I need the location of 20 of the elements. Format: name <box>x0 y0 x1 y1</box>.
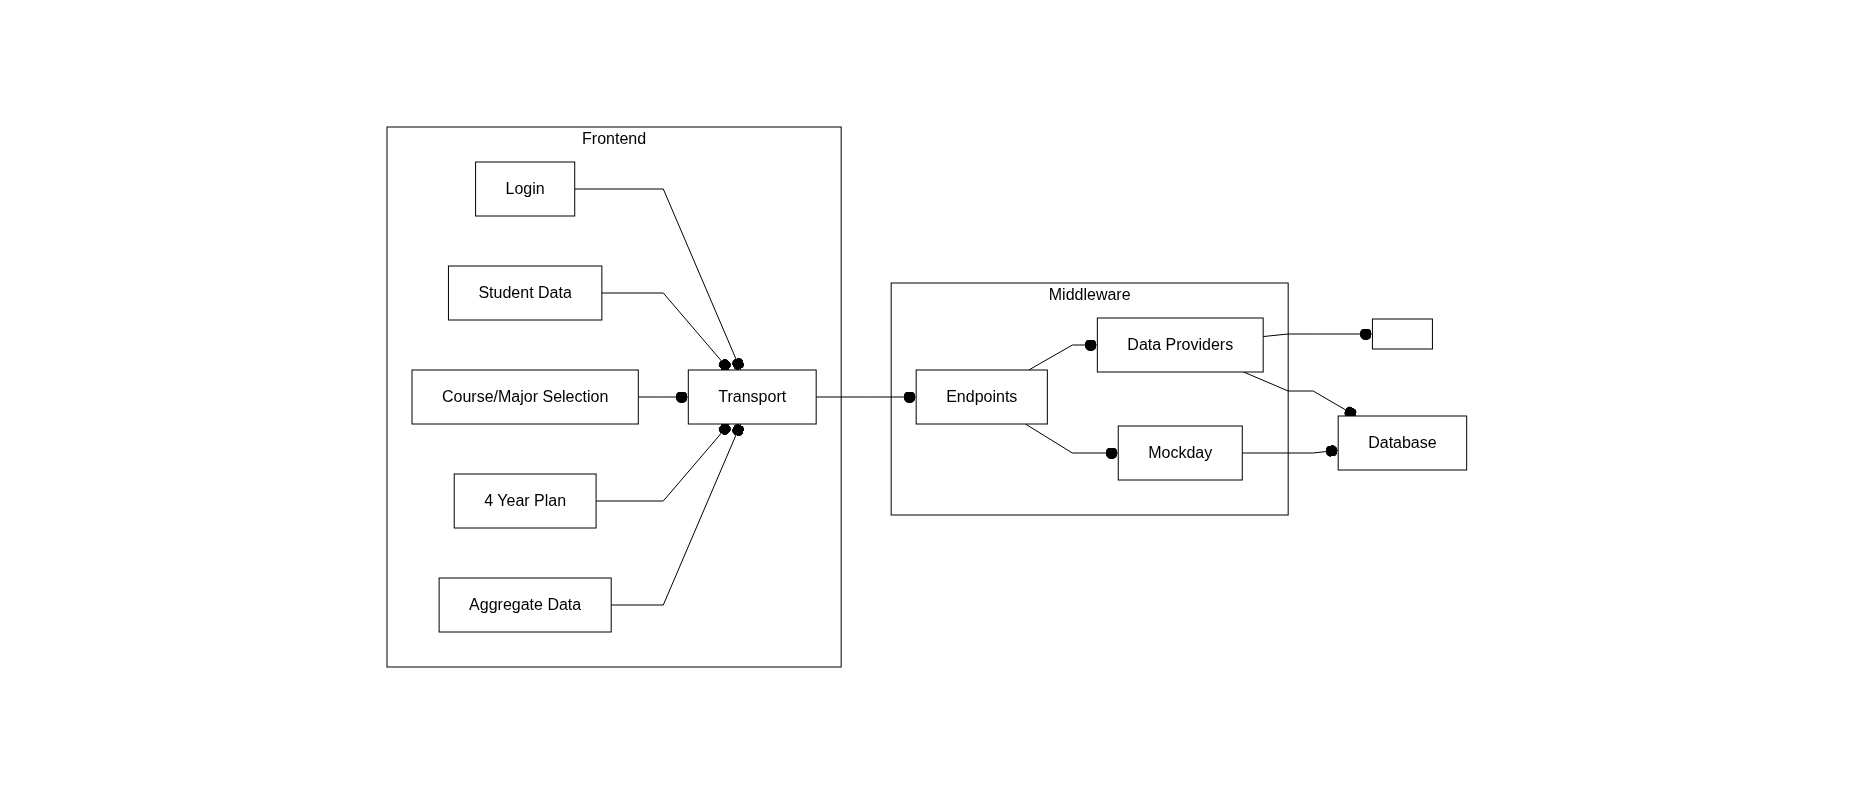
node-box: 4 Year Plan <box>453 473 597 529</box>
node-box: Login <box>475 161 576 217</box>
connector <box>1262 327 1374 341</box>
node-box: Endpoints <box>915 369 1048 425</box>
connector <box>1025 423 1119 460</box>
node-box: Mockday <box>1117 425 1243 481</box>
connector <box>601 292 732 372</box>
node-box: Database <box>1337 415 1468 471</box>
connector <box>637 390 689 404</box>
node-box: Aggregate Data <box>438 577 612 633</box>
connector <box>815 390 917 404</box>
connector <box>610 423 745 606</box>
node-box <box>1372 318 1434 350</box>
node-box: Course/Major Selection <box>411 369 639 425</box>
connector <box>1028 338 1098 371</box>
node-box: Student Data <box>448 265 603 321</box>
node-box: Transport <box>687 369 817 425</box>
node-box: Data Providers <box>1097 317 1264 373</box>
connector <box>574 188 745 371</box>
connector <box>1241 444 1339 457</box>
